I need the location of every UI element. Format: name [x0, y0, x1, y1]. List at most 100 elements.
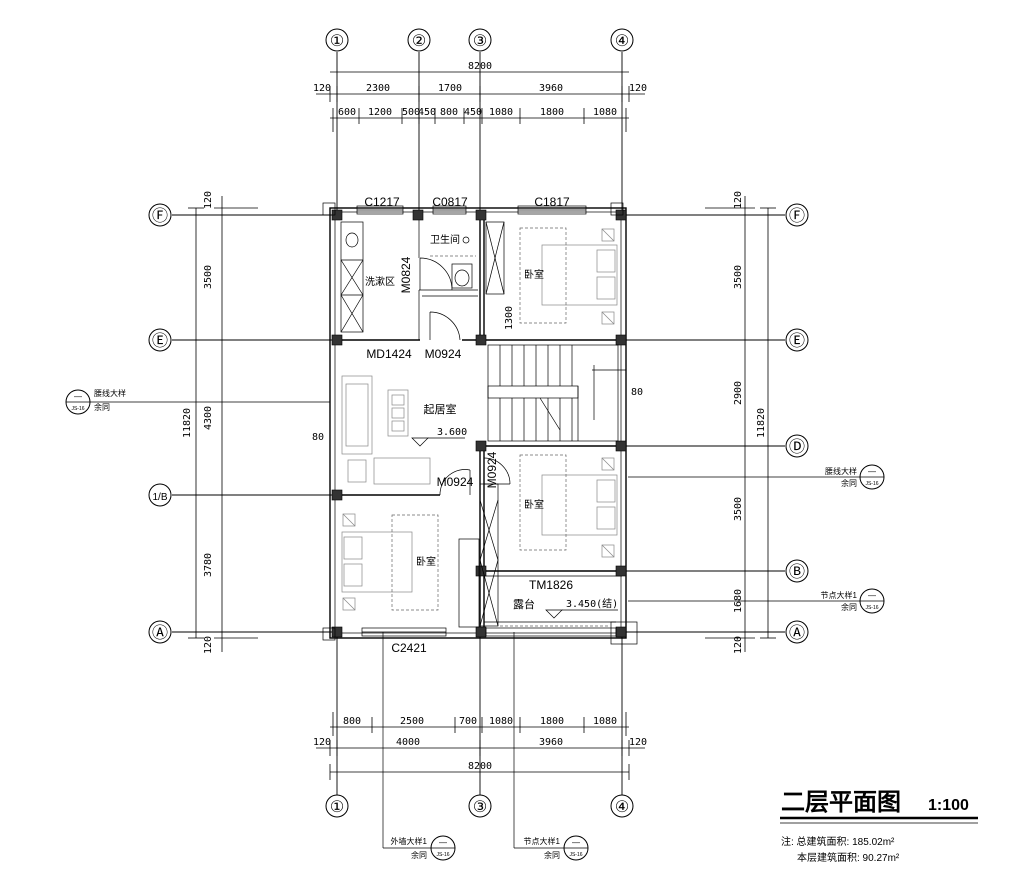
room-bed2: 卧室 [524, 498, 544, 511]
callout-sub: 余同 [841, 602, 857, 612]
dim-1300: 1300 [504, 306, 515, 330]
dim-detail: 700 [459, 716, 477, 727]
axis-bubbles-top: ① ② ③ ④ [325, 28, 634, 52]
axis-label: Ⓑ [789, 563, 805, 581]
axis-label: Ⓕ [152, 207, 168, 225]
dim-detail: 1080 [593, 107, 617, 118]
dim-top: 3960 [539, 83, 563, 94]
drawing-title: 二层平面图 [781, 789, 901, 816]
axis-label: Ⓕ [789, 207, 805, 225]
callout-sub: 余同 [411, 850, 427, 860]
axis-label: Ⓔ [789, 332, 805, 350]
dim-total-bottom: 8200 [468, 761, 492, 772]
window-label: C0817 [432, 195, 468, 209]
terrace-rail [484, 621, 616, 627]
dim-right: 3500 [733, 497, 744, 521]
dim-top: 2300 [366, 83, 390, 94]
axis-label: ② [412, 33, 426, 50]
callout-top: — [572, 838, 580, 847]
axis-label: Ⓐ [789, 624, 805, 642]
axis-label: Ⓓ [789, 438, 805, 456]
dim-top: 120 [629, 83, 647, 94]
dim-top: 1700 [438, 83, 462, 94]
callout-sub: 余同 [841, 478, 857, 488]
dim-detail: 1800 [540, 716, 564, 727]
callout-ref: JS-16 [865, 481, 878, 487]
axis-label: ④ [615, 799, 629, 816]
dim-left-total: 11820 [182, 408, 193, 438]
axis-label: 1/B [152, 492, 167, 503]
dim-right: 120 [733, 636, 744, 654]
room-bed1: 卧室 [524, 268, 544, 281]
stair [487, 344, 626, 442]
dim-right-total: 11820 [756, 408, 767, 438]
room-bed3: 卧室 [416, 555, 436, 568]
dim-left: 4300 [203, 406, 214, 430]
door-label: M0924 [425, 347, 462, 361]
axis-label: ① [330, 33, 344, 50]
callout-ref: JS-16 [569, 852, 582, 858]
dim-detail: 1800 [540, 107, 564, 118]
dim-bottom: 3960 [539, 737, 563, 748]
dim-left: 120 [203, 636, 214, 654]
fixtures [340, 221, 618, 627]
window-label: C1217 [364, 195, 400, 209]
dim-detail: 1080 [489, 716, 513, 727]
dim-top: 120 [313, 83, 331, 94]
callouts: — JS-16 腰线大样 余同 — JS-16 腰线大样 余同 — JS-16 … [65, 388, 885, 861]
callout-ref: JS-16 [71, 406, 84, 412]
dim-detail: 450 [418, 107, 436, 118]
dim-detail: 1200 [368, 107, 392, 118]
dim-detail: 1080 [489, 107, 513, 118]
dim-detail: 800 [343, 716, 361, 727]
callout-top: — [868, 467, 876, 476]
callout-top: — [868, 591, 876, 600]
columns [322, 202, 638, 645]
dimensions-top: 8200 120 2300 1700 3960 120 600 1200 500… [313, 61, 647, 132]
axis-label: ③ [473, 799, 487, 816]
dim-80-right: 80 [631, 387, 643, 398]
callout-title: 节点大样1 [821, 590, 858, 600]
axis-label: ③ [473, 33, 487, 50]
room-wash: 洗漱区 [365, 276, 395, 288]
room-living: 起居室 [424, 402, 457, 416]
axis-bubbles-left: Ⓕ Ⓔ 1/B Ⓐ [148, 203, 172, 644]
dim-left: 3500 [203, 265, 214, 289]
callout-sub: 余同 [94, 402, 110, 412]
callout-top: — [439, 838, 447, 847]
dim-left: 120 [203, 191, 214, 209]
callout-ref: JS-16 [865, 605, 878, 611]
window-label: C2421 [391, 641, 427, 655]
room-terrace: 露台 [513, 597, 535, 611]
axis-label: ④ [615, 33, 629, 50]
callout-top: — [74, 392, 82, 401]
labels: C1217 C0817 C1817 C2421 M0824 MD1424 M09… [312, 195, 643, 655]
callout-title: 腰线大样 [825, 466, 857, 476]
axis-bubbles-bottom: ① ③ ④ [325, 794, 634, 818]
drawing-scale: 1:100 [928, 797, 969, 814]
dim-detail: 500 [402, 107, 420, 118]
dimensions-right: 120 3500 2900 3500 1680 120 11820 [705, 191, 776, 654]
dim-bottom: 4000 [396, 737, 420, 748]
grid-lines [172, 52, 785, 795]
door-label: TM1826 [529, 578, 573, 592]
dim-total-top: 8200 [468, 61, 492, 72]
windows [356, 205, 617, 637]
axis-label: Ⓐ [152, 624, 168, 642]
doors [419, 257, 511, 628]
dim-left: 3780 [203, 553, 214, 577]
dim-detail: 800 [440, 107, 458, 118]
axis-label: ① [330, 799, 344, 816]
dim-80-left: 80 [312, 432, 324, 443]
room-bath: 卫生间 [430, 233, 460, 246]
dim-right: 120 [733, 191, 744, 209]
window-label: C1817 [534, 195, 570, 209]
note-floor-area: 本层建筑面积: 90.27m² [797, 851, 900, 864]
dim-detail: 450 [464, 107, 482, 118]
door-label: MD1424 [366, 347, 412, 361]
elev-terrace: 3.450(结) [566, 597, 618, 610]
dim-detail: 2500 [400, 716, 424, 727]
callout-title: 腰线大样 [94, 388, 126, 398]
axis-bubbles-right: Ⓕ Ⓔ Ⓓ Ⓑ Ⓐ [785, 203, 809, 644]
